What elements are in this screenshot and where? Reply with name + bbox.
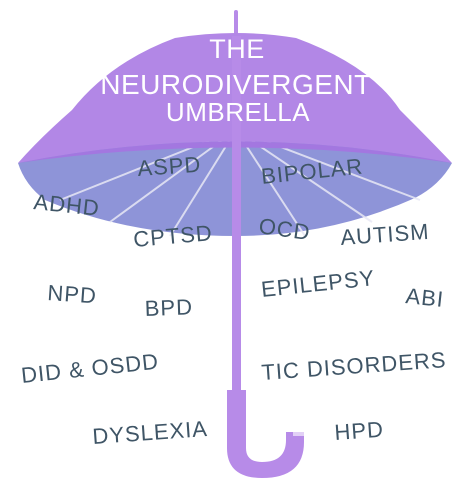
title-line-2: NEURODIVERGENT: [100, 69, 371, 100]
label-hpd: HPD: [334, 417, 385, 445]
label-abi: ABI: [404, 283, 445, 312]
label-bpd: BPD: [144, 294, 193, 321]
handle-tip-highlight: [293, 430, 304, 436]
label-npd: NPD: [47, 280, 98, 308]
label-aspd: ASPD: [137, 152, 203, 181]
label-tic-disorders: TIC DISORDERS: [261, 347, 448, 385]
umbrella-handle: [227, 390, 304, 478]
label-autism: AUTISM: [340, 219, 431, 250]
label-dyslexia: DYSLEXIA: [92, 416, 209, 449]
label-epilepsy: EPILEPSY: [260, 265, 376, 302]
label-did-osdd: DID & OSDD: [20, 349, 160, 388]
title-line-3: UMBRELLA: [166, 97, 310, 127]
title-line-1: THE: [209, 34, 265, 64]
